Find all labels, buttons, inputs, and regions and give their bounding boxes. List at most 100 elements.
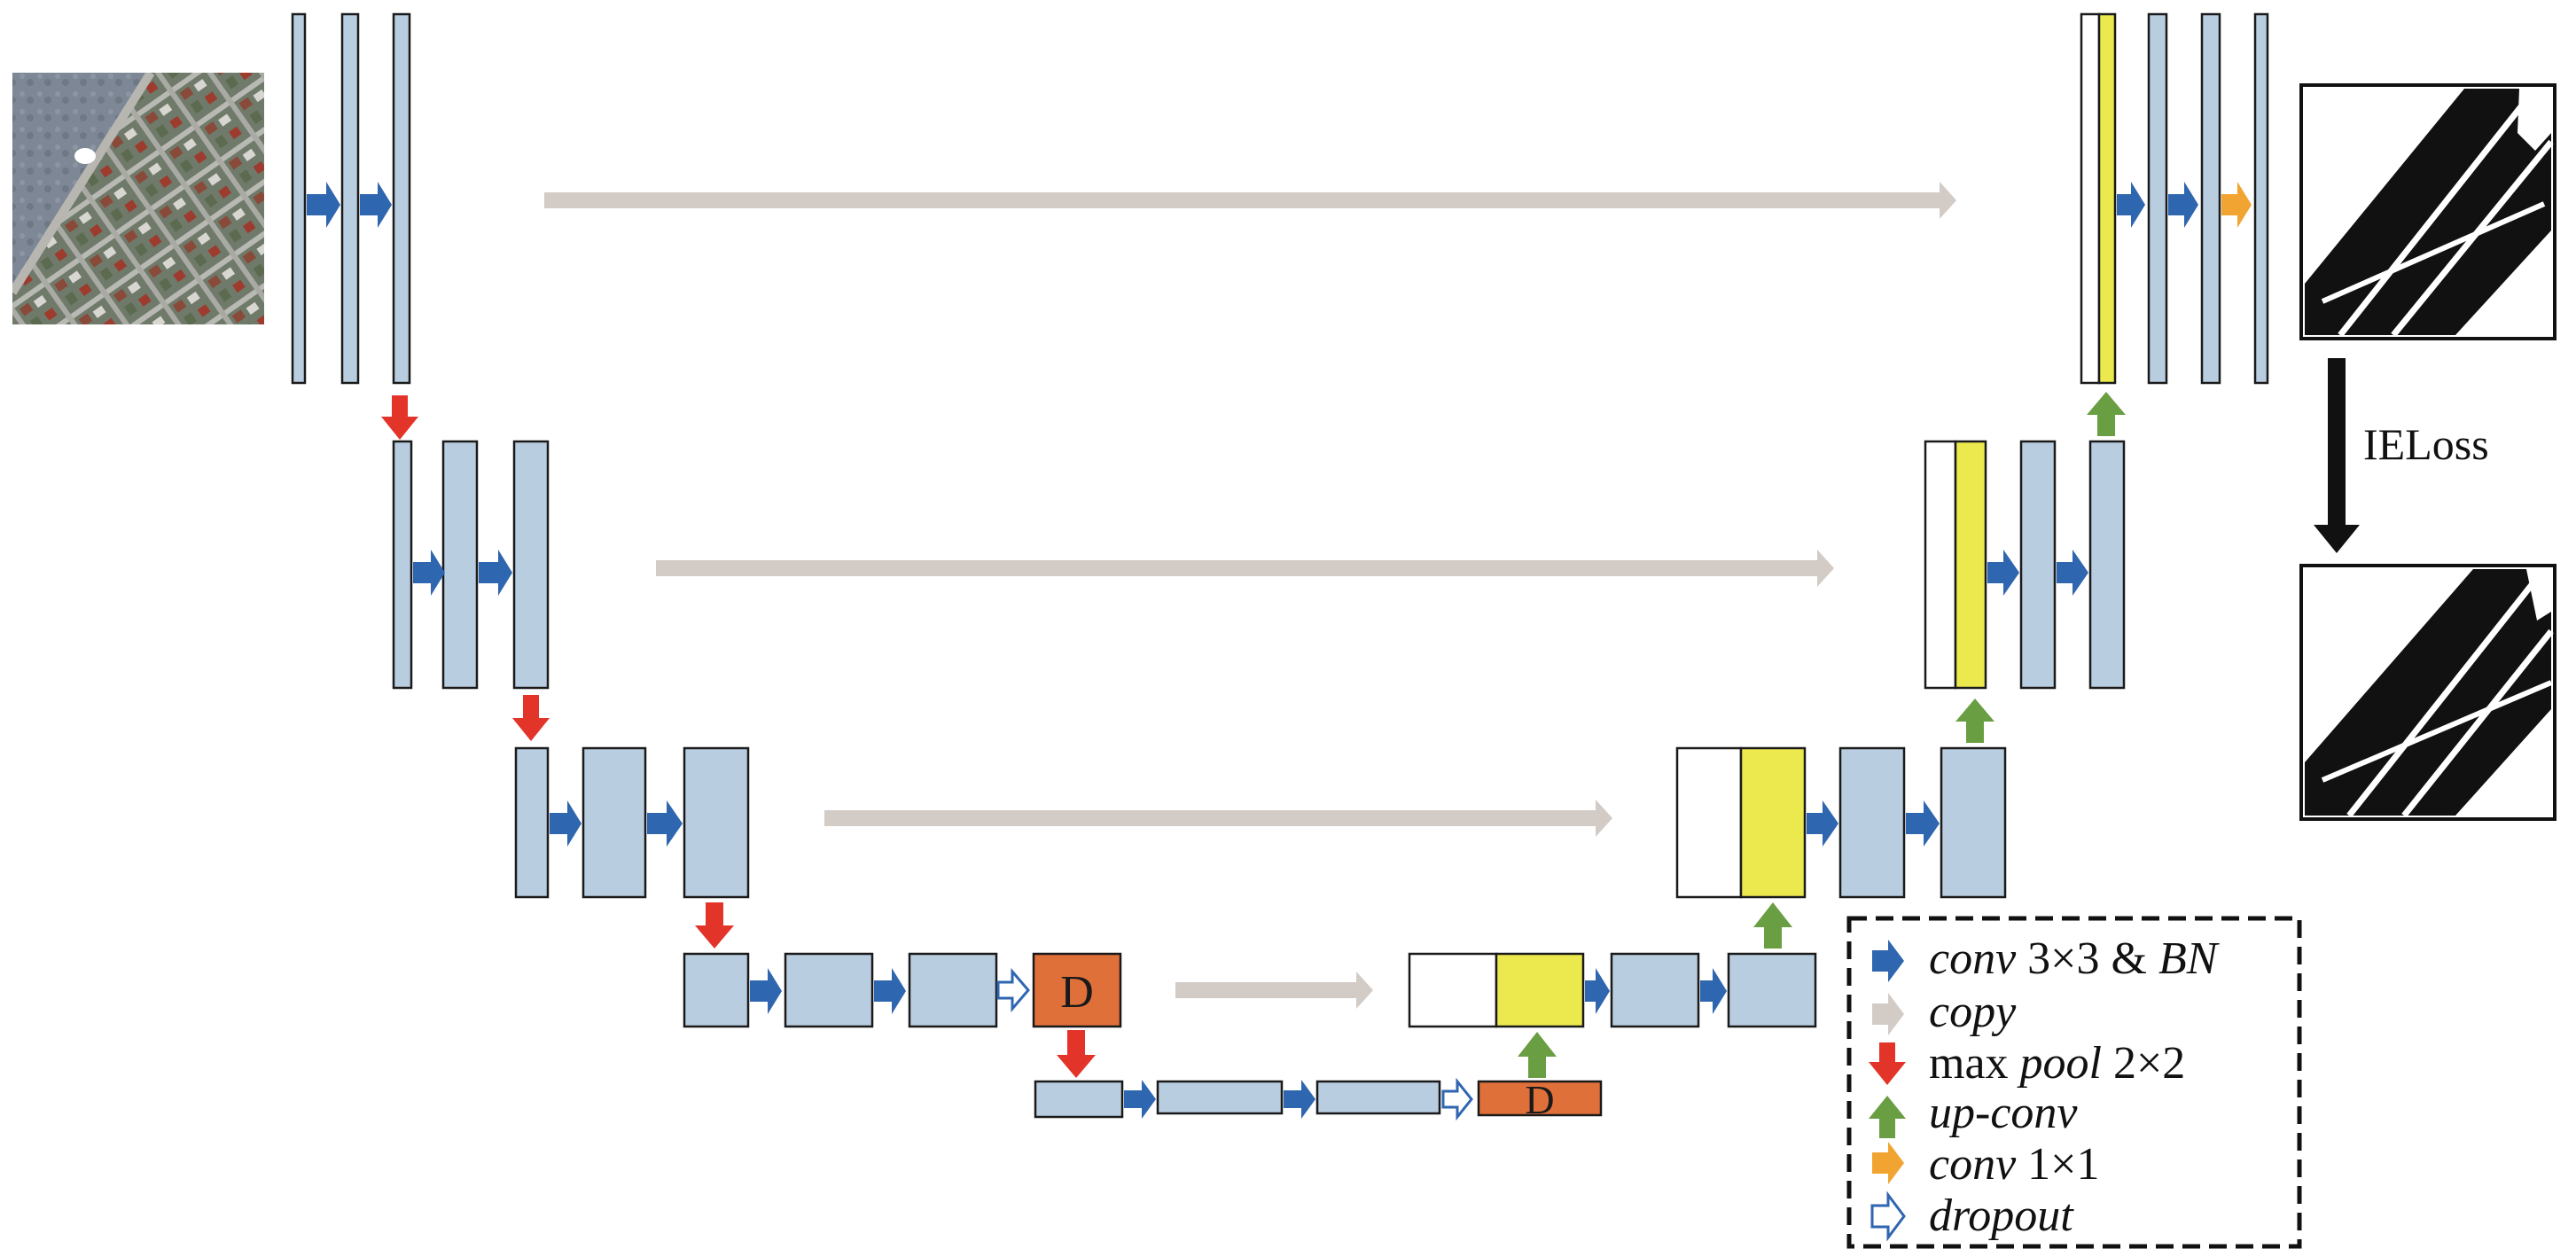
legend-label-part: max	[1929, 1038, 2020, 1089]
conv-arrows-enc3	[550, 800, 683, 847]
legend-label-part: pool	[2017, 1038, 2102, 1089]
conv1x1-arrow	[2221, 182, 2252, 228]
feature-map	[340, 12, 360, 385]
legend-label-part: 3×3 &	[2016, 933, 2158, 984]
copy-arrow-level3	[824, 800, 1612, 837]
copy-arrow-level2	[656, 550, 1834, 587]
decoder-level-2	[1924, 440, 2126, 690]
legend: conv 3×3 & BN copy max pool 2×2 up-conv …	[1846, 916, 2302, 1249]
conv-arrows-dec3	[1807, 800, 1940, 847]
legend-pool-label: max pool 2×2	[1929, 1038, 2185, 1089]
encoder-level-3	[514, 746, 750, 899]
input-aerial-image	[12, 73, 264, 324]
encoder-level-4	[683, 952, 998, 1028]
upconv-feature-map	[1495, 952, 1585, 1028]
feature-map	[392, 440, 413, 690]
legend-copy-label: copy	[1929, 987, 2017, 1037]
legend-upconv-label: up-conv	[1929, 1088, 2078, 1138]
pool-arrow-4	[1057, 1030, 1096, 1078]
copy-arrow-level4	[1175, 972, 1373, 1009]
conv-arrows-bottleneck	[1124, 1080, 1315, 1119]
conv-arrows-enc2	[413, 550, 512, 596]
legend-upconv-icon	[1869, 1096, 1906, 1138]
dropout-arrow-enc4	[996, 967, 1030, 1013]
feature-map	[582, 746, 647, 899]
pool-arrow-1	[381, 395, 418, 440]
dropout-block-1-label: D	[1060, 967, 1094, 1018]
upconv-arrow-3	[1753, 902, 1792, 949]
legend-label-part: BN	[2158, 933, 2221, 984]
legend-label-part: copy	[1929, 987, 2017, 1037]
feature-map	[514, 746, 550, 899]
feature-map	[683, 746, 750, 899]
conv-arrows-enc4	[750, 968, 906, 1014]
decoder-level-1	[2080, 12, 2269, 385]
encoder-level-1	[291, 12, 411, 385]
upconv-arrow-4	[1518, 1032, 1557, 1078]
dropout-arrow-bottleneck	[1441, 1077, 1473, 1121]
feature-map	[2253, 12, 2269, 385]
feature-map	[784, 952, 874, 1028]
feature-map	[1315, 1080, 1441, 1115]
legend-copy-icon	[1872, 993, 1904, 1035]
legend-pool-icon	[1869, 1042, 1906, 1085]
legend-conv-icon	[1872, 940, 1904, 982]
copied-feature-map	[1675, 746, 1743, 899]
dropout-block-2	[1477, 1080, 1603, 1117]
ground-truth-mask	[2299, 564, 2556, 821]
feature-map	[2088, 440, 2126, 690]
feature-map	[1034, 1080, 1124, 1119]
legend-conv-label: conv 3×3 & BN	[1929, 933, 2221, 984]
legend-conv1x1-label: conv 1×1	[1929, 1139, 2100, 1190]
feature-map	[1156, 1080, 1284, 1115]
feature-map	[908, 952, 998, 1028]
feature-map	[441, 440, 479, 690]
feature-map	[2200, 12, 2221, 385]
conv-arrows-dec2	[1987, 550, 2088, 596]
upconv-feature-map	[1739, 746, 1807, 899]
upconv-feature-map	[2097, 12, 2117, 385]
legend-label-part: conv	[1929, 1139, 2017, 1190]
copy-arrows	[544, 182, 1956, 1009]
feature-map	[2019, 440, 2057, 690]
upconv-arrow-2	[1955, 699, 1994, 743]
legend-label-part: dropout	[1929, 1191, 2074, 1241]
conv-arrows-dec1	[2117, 182, 2198, 228]
feature-map	[291, 12, 307, 385]
feature-map	[2147, 12, 2168, 385]
legend-label-part: up-conv	[1929, 1088, 2078, 1138]
legend-conv1x1-icon	[1872, 1142, 1904, 1184]
copied-feature-map	[1408, 952, 1498, 1028]
conv-arrows-dec4	[1585, 968, 1727, 1014]
feature-map	[392, 12, 411, 385]
decoder-level-3	[1675, 746, 2007, 899]
decoder-level-4	[1408, 952, 1817, 1028]
loss-arrow	[2314, 358, 2360, 553]
legend-dropout-icon	[1870, 1191, 1906, 1242]
dropout-block-2-label: D	[1525, 1077, 1554, 1122]
pool-arrow-3	[695, 902, 734, 949]
encoder-level-2	[392, 440, 550, 690]
pool-arrow-2	[512, 695, 550, 741]
feature-map	[683, 952, 750, 1028]
bottleneck	[1034, 1080, 1441, 1119]
dropout-block-1	[1032, 952, 1122, 1028]
legend-frame	[1846, 916, 2302, 1249]
legend-label-part: conv	[1929, 933, 2017, 984]
legend-dropout-label: dropout	[1929, 1191, 2074, 1241]
loss-label: IELoss	[2363, 419, 2489, 469]
legend-label-part: 2×2	[2102, 1038, 2185, 1089]
feature-map	[1838, 746, 1906, 899]
upconv-feature-map	[1954, 440, 1987, 690]
feature-map	[512, 440, 550, 690]
feature-map	[1727, 952, 1817, 1028]
conv-arrows-enc1	[307, 182, 392, 228]
legend-label-part: 1×1	[2016, 1139, 2099, 1190]
feature-map	[1940, 746, 2007, 899]
copied-feature-map	[2080, 12, 2101, 385]
feature-map	[1610, 952, 1700, 1028]
copied-feature-map	[1924, 440, 1957, 690]
upconv-arrow-1	[2087, 392, 2126, 436]
prediction-mask	[2299, 83, 2556, 340]
